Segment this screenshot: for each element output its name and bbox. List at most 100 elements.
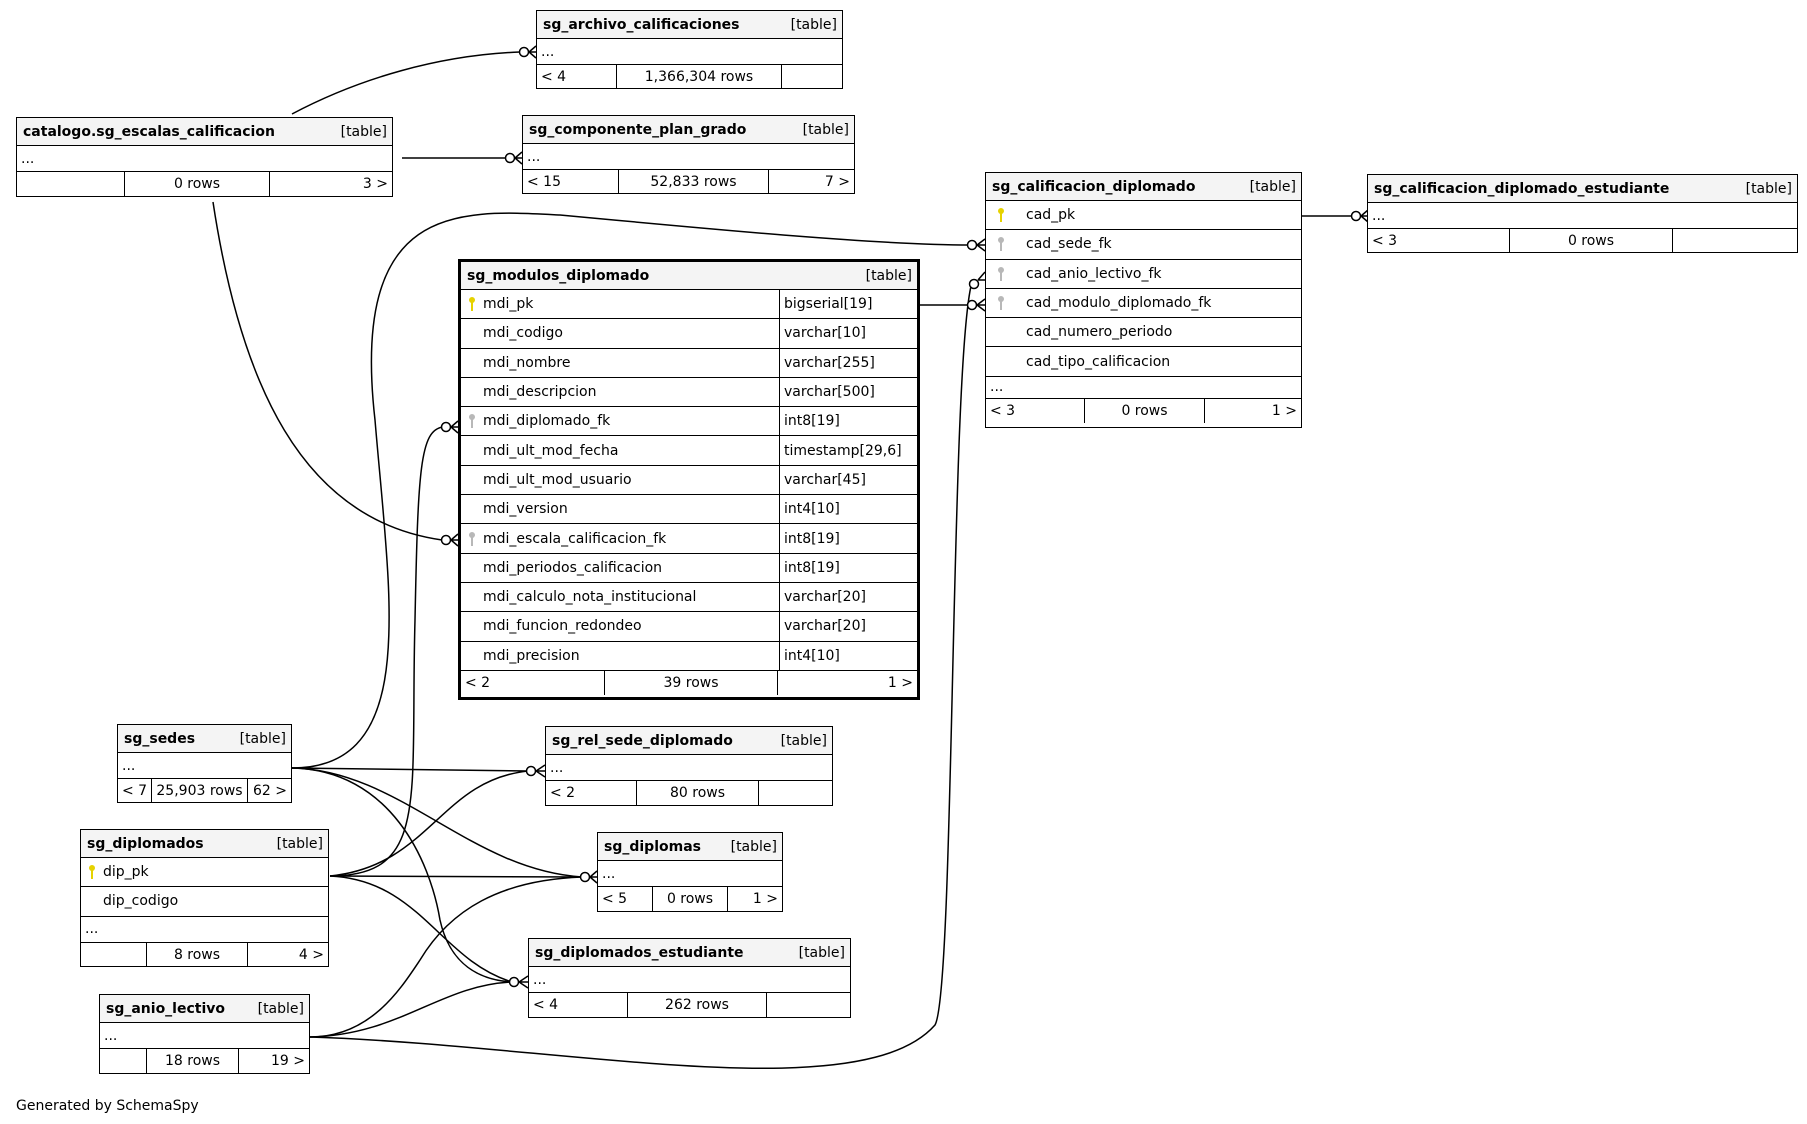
table-sg-diplomados-estudiante[interactable]: sg_diplomados_estudiante [table] ... < 4…	[528, 938, 851, 1018]
column-row: cad_tipo_calificacion	[986, 347, 1301, 377]
optional-marker	[440, 534, 452, 546]
table-name[interactable]: sg_modulos_diplomado	[467, 267, 650, 284]
optional-marker	[518, 46, 530, 58]
parents-count: < 2	[546, 781, 637, 805]
column-row: mdi_funcion_redondeo varchar[20]	[461, 612, 917, 642]
parents-count	[100, 1049, 147, 1073]
children-count: 1 >	[887, 674, 913, 691]
column-row: dip_pk	[81, 858, 328, 888]
table-sg-componente-plan-grado[interactable]: sg_componente_plan_grado [table] ... < 1…	[522, 115, 855, 194]
table-sg-anio-lectivo[interactable]: sg_anio_lectivo [table] ... 18 rows 19 >	[99, 994, 310, 1074]
children-count: 7 >	[824, 174, 850, 190]
edge-anio-calificacion	[309, 281, 973, 1070]
column-type: varchar[45]	[779, 465, 917, 495]
row-count: 0 rows	[653, 887, 728, 911]
table-sg-sedes[interactable]: sg_sedes [table] ... < 7 25,903 rows 62 …	[117, 724, 292, 803]
column-name: mdi_precision	[483, 647, 580, 664]
table-kind: [table]	[257, 1000, 304, 1017]
table-header: sg_diplomados [table]	[81, 830, 328, 858]
parents-count: < 3	[986, 398, 1085, 423]
column-type: varchar[20]	[779, 612, 917, 641]
column-row: cad_anio_lectivo_fk	[986, 260, 1301, 289]
table-sg-calificacion-diplomado[interactable]: sg_calificacion_diplomado [table] cad_pk…	[985, 172, 1302, 428]
table-sg-escalas-calificacion[interactable]: catalogo.sg_escalas_calificacion [table]…	[16, 117, 393, 197]
crowsfoot-marker	[976, 298, 986, 312]
columns-ellipsis: ...	[1368, 203, 1797, 229]
table-header: sg_componente_plan_grado [table]	[523, 116, 854, 144]
table-footer: 8 rows 4 >	[81, 942, 328, 967]
column-name: mdi_ult_mod_usuario	[483, 471, 632, 488]
column-name: cad_tipo_calificacion	[1026, 353, 1171, 370]
table-header: sg_calificacion_diplomado [table]	[986, 173, 1301, 201]
table-sg-diplomados[interactable]: sg_diplomados [table] dip_pk dip_codigo …	[80, 829, 329, 967]
column-type: int8[19]	[779, 407, 917, 436]
table-name[interactable]: sg_diplomados_estudiante	[535, 944, 744, 961]
edge-diplomados-diplomas	[329, 875, 583, 878]
edge-sedes-relsede	[291, 767, 529, 772]
columns-ellipsis: ...	[17, 146, 392, 172]
parents-count	[81, 942, 147, 967]
row-count: 80 rows	[637, 781, 759, 805]
children-count: 62 >	[253, 783, 287, 799]
edge-anio-dipest	[309, 981, 513, 1038]
column-name: cad_sede_fk	[1026, 236, 1112, 253]
edge-sedes-calificacion	[291, 212, 971, 769]
columns-ellipsis: ...	[986, 377, 1301, 399]
columns-ellipsis: ...	[537, 39, 842, 65]
table-header: sg_calificacion_diplomado_estudiante [ta…	[1368, 175, 1797, 203]
table-name[interactable]: sg_rel_sede_diplomado	[552, 732, 733, 749]
columns-ellipsis: ...	[100, 1023, 309, 1049]
column-type: int4[10]	[779, 641, 917, 670]
edge-diplomados-relsede	[329, 770, 529, 877]
crowsfoot-marker	[450, 420, 459, 434]
edge-diplomados-dipest	[329, 875, 513, 983]
table-name[interactable]: sg_calificacion_diplomado_estudiante	[1374, 180, 1670, 197]
column-row: mdi_descripcion varchar[500]	[461, 377, 917, 408]
table-sg-rel-sede-diplomado[interactable]: sg_rel_sede_diplomado [table] ... < 2 80…	[545, 726, 833, 806]
column-name: mdi_descripcion	[483, 384, 597, 401]
column-row: mdi_precision int4[10]	[461, 641, 917, 671]
table-kind: [table]	[865, 267, 912, 284]
table-name[interactable]: sg_archivo_calificaciones	[543, 16, 740, 33]
parents-count: < 15	[523, 170, 619, 194]
column-name: cad_numero_periodo	[1026, 324, 1173, 341]
parents-count: < 5	[598, 887, 653, 911]
table-sg-calificacion-diplomado-estudiante[interactable]: sg_calificacion_diplomado_estudiante [ta…	[1367, 174, 1798, 253]
column-row: mdi_ult_mod_usuario varchar[45]	[461, 465, 917, 496]
table-sg-diplomas[interactable]: sg_diplomas [table] ... < 5 0 rows 1 >	[597, 832, 783, 912]
table-name[interactable]: sg_calificacion_diplomado	[992, 178, 1196, 195]
table-sg-archivo-calificaciones[interactable]: sg_archivo_calificaciones [table] ... < …	[536, 10, 843, 89]
row-count: 1,366,304 rows	[617, 65, 782, 89]
column-name: mdi_funcion_redondeo	[483, 618, 642, 635]
columns-ellipsis: ...	[81, 917, 328, 943]
foreign-key-icon	[990, 266, 1012, 282]
table-name[interactable]: sg_componente_plan_grado	[529, 121, 747, 138]
optional-marker	[1350, 210, 1362, 222]
column-name: dip_pk	[103, 864, 149, 881]
table-name[interactable]: sg_sedes	[124, 730, 196, 747]
optional-marker	[968, 278, 980, 290]
table-kind: [table]	[730, 838, 777, 855]
column-name: mdi_periodos_calificacion	[483, 559, 663, 576]
children-count: 3 >	[362, 176, 388, 192]
primary-key-icon	[990, 207, 1012, 223]
table-name[interactable]: sg_diplomas	[604, 838, 701, 855]
children-count: 1 >	[1271, 402, 1297, 419]
table-name[interactable]: catalogo.sg_escalas_calificacion	[23, 123, 275, 140]
row-count: 39 rows	[605, 670, 778, 695]
children-count	[767, 993, 850, 1017]
column-type: varchar[500]	[779, 377, 917, 407]
table-name[interactable]: sg_anio_lectivo	[106, 1000, 226, 1017]
parents-count: < 7	[118, 779, 152, 803]
column-type: timestamp[29,6]	[779, 436, 917, 465]
table-name[interactable]: sg_diplomados	[87, 835, 204, 852]
children-count: 1 >	[752, 891, 778, 907]
parents-count: < 3	[1368, 229, 1510, 253]
table-kind: [table]	[1249, 178, 1296, 195]
column-type: int4[10]	[779, 495, 917, 524]
column-row: cad_numero_periodo	[986, 318, 1301, 348]
